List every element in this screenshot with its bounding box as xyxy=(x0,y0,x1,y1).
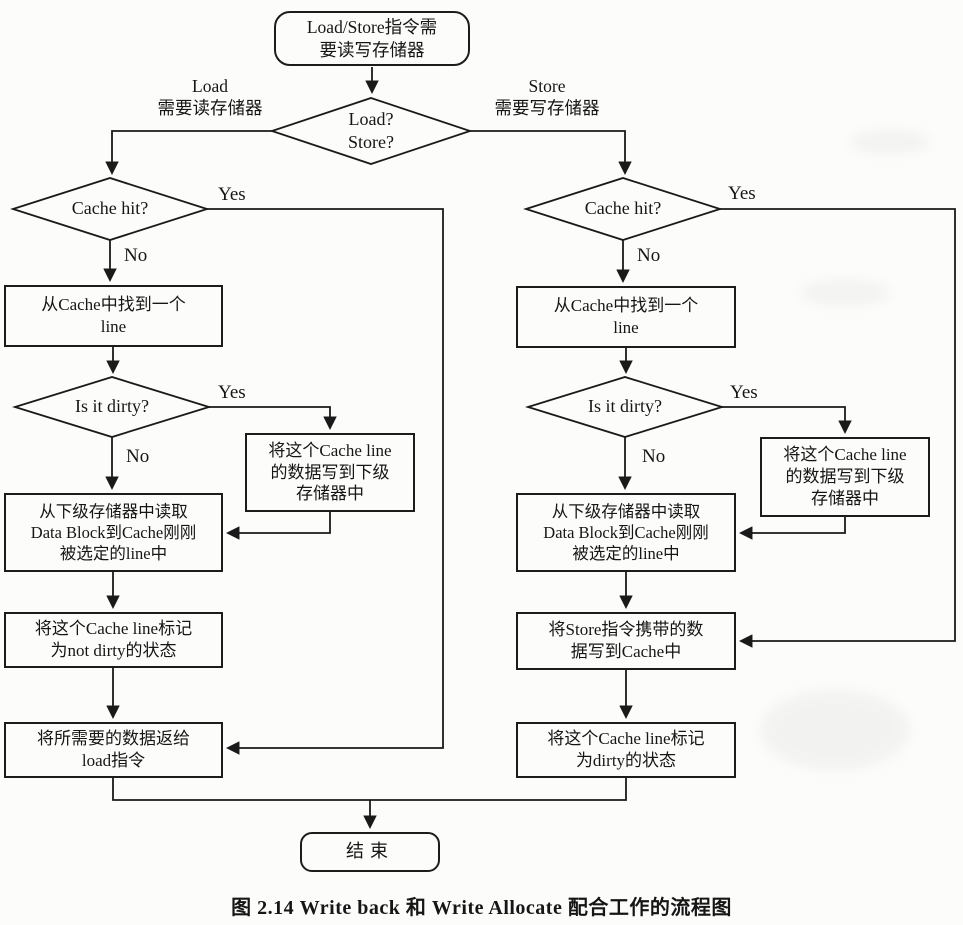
connector-writeback-to-read-left xyxy=(225,512,331,540)
process-find-line-left: 从Cache中找到一个 line xyxy=(4,285,223,347)
connector-store-branch xyxy=(470,130,632,176)
label-yes-cache-hit-left: Yes xyxy=(218,184,246,205)
end-terminator: 结束 xyxy=(300,832,440,872)
process-read-data-block-left: 从下级存储器中读取 Data Block到Cache刚刚 被选定的line中 xyxy=(4,493,223,572)
process-read-data-block-right: 从下级存储器中读取 Data Block到Cache刚刚 被选定的line中 xyxy=(516,493,736,572)
process-write-back-right: 将这个Cache line 的数据写到下级 存储器中 xyxy=(760,437,930,517)
connector-cache-hit-yes-right xyxy=(720,208,956,648)
figure-caption: 图 2.14 Write back 和 Write Allocate 配合工作的… xyxy=(231,897,732,919)
label-no-cache-hit-right: No xyxy=(637,245,661,266)
process-return-load-data: 将所需要的数据返给 load指令 xyxy=(4,722,223,778)
decision-label-cache-hit-left: Cache hit? xyxy=(71,198,149,219)
connector-writeback-to-read-right xyxy=(738,517,846,540)
connector-cache-hit-yes-left xyxy=(207,208,444,755)
connector-dirty-yes-left xyxy=(209,406,337,431)
process-mark-not-dirty: 将这个Cache line标记 为not dirty的状态 xyxy=(4,612,223,668)
scan-artifact xyxy=(850,130,930,154)
start-terminator: Load/Store指令需 要读写存储器 xyxy=(274,11,470,66)
label-no-cache-hit-left: No xyxy=(124,245,148,266)
connector-join-bottom xyxy=(112,778,627,801)
decision-label-dirty-left: Is it dirty? xyxy=(75,396,149,417)
connector-load-branch xyxy=(105,130,272,176)
decision-label-cache-hit-right: Cache hit? xyxy=(584,198,662,219)
process-find-line-right: 从Cache中找到一个 line xyxy=(516,286,736,348)
label-yes-cache-hit-right: Yes xyxy=(728,183,756,204)
label-yes-dirty-right: Yes xyxy=(730,382,758,403)
label-no-dirty-right: No xyxy=(642,446,666,467)
connector-dirty-yes-right xyxy=(722,406,852,435)
scan-artifact xyxy=(760,690,910,770)
branch-label-store: Store 需要写存储器 xyxy=(494,76,600,118)
label-no-dirty-left: No xyxy=(126,446,150,467)
process-mark-dirty: 将这个Cache line标记 为dirty的状态 xyxy=(516,722,736,778)
scan-artifact xyxy=(800,280,890,306)
process-write-back-left: 将这个Cache line 的数据写到下级 存储器中 xyxy=(245,433,415,512)
process-write-store-data: 将Store指令携带的数 据写到Cache中 xyxy=(516,612,736,670)
branch-label-load: Load 需要读存储器 xyxy=(157,76,263,118)
decision-label-dirty-right: Is it dirty? xyxy=(588,396,662,417)
decision-label-load-store: Load? Store? xyxy=(348,108,394,152)
label-yes-dirty-left: Yes xyxy=(218,382,246,403)
